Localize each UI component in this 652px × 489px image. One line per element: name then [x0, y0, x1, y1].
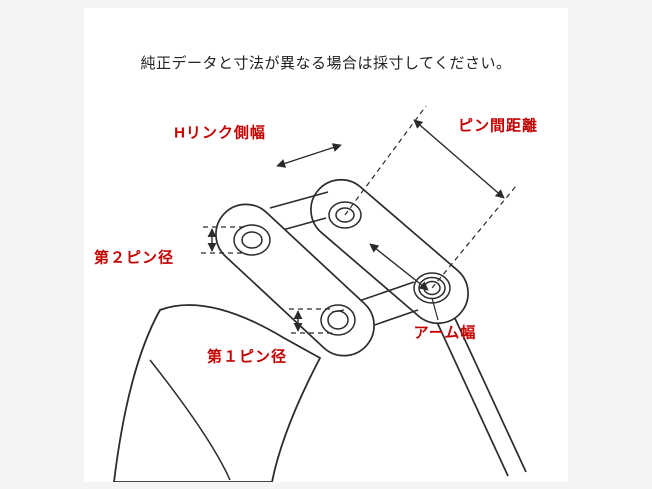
label-pin-to-pin-distance: ピン間距離 [457, 117, 539, 135]
pin-keyway-line [331, 309, 345, 313]
pin-hole-left-top [233, 224, 271, 256]
dimension-arm-width [369, 243, 439, 321]
diagram-card: 純正データと寸法が異なる場合は採寸してください。 [84, 8, 568, 482]
dimension-h-link-width [276, 143, 342, 168]
instruction-text: 純正データと寸法が異なる場合は採寸してください。 [140, 55, 512, 72]
label-arm-width: アーム幅 [413, 324, 477, 342]
label-pin1-diameter: 第１ピン径 [206, 348, 288, 366]
dimension-pin-distance [344, 105, 517, 289]
label-h-link-side-width: Hリンク側幅 [174, 124, 266, 142]
arm-shape [113, 304, 322, 482]
dimension-pin1-diameter [288, 308, 332, 334]
label-pin2-diameter: 第２ピン径 [93, 249, 175, 267]
linkage-drawing [113, 105, 527, 482]
pin-hole-left-bottom [320, 304, 356, 336]
left-link-plate [215, 203, 375, 357]
arm-contour-line [149, 359, 231, 481]
dimension-pin2-diameter [200, 226, 244, 254]
